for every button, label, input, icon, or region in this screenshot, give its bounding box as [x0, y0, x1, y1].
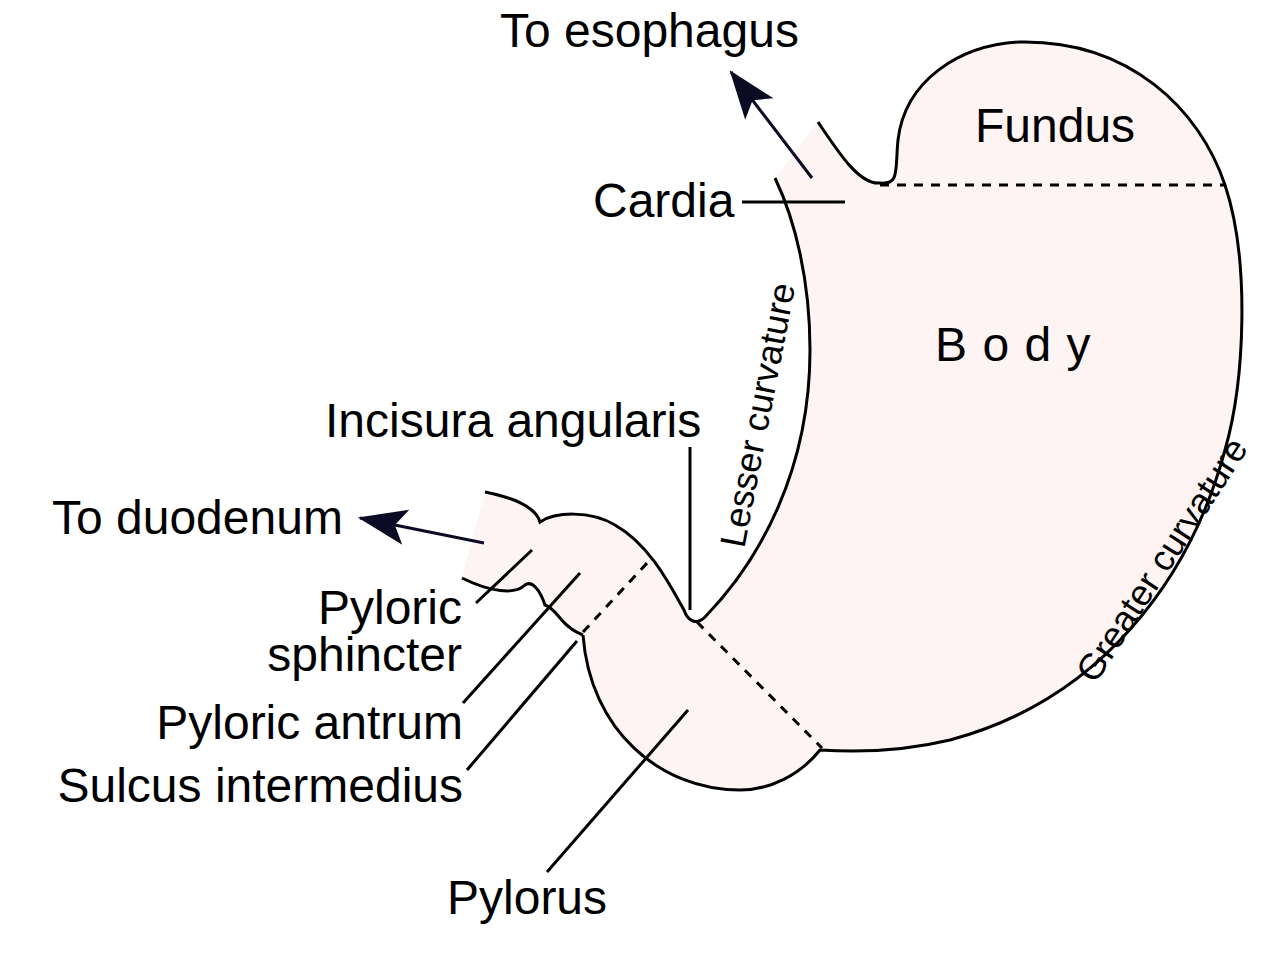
part-label: Body — [935, 321, 1106, 369]
cardia-leader — [742, 201, 845, 204]
body-divider — [697, 622, 822, 748]
part-label: Cardia — [593, 177, 734, 225]
part-label: Sulcus intermedius — [57, 762, 463, 810]
pylorus-leader — [547, 710, 688, 872]
sulcus-leader — [467, 641, 577, 770]
part-label: To esophagus — [500, 7, 799, 55]
incisura-leader — [689, 447, 692, 610]
part-label: Fundus — [975, 102, 1135, 150]
antrum-leader — [463, 573, 580, 703]
part-label: Lesser curvature — [715, 280, 801, 550]
fundus-divider — [880, 184, 1225, 187]
antrum-divider — [583, 562, 648, 632]
part-label: Greater curvature — [1070, 432, 1254, 688]
duodenum-arrow — [360, 518, 484, 543]
region-dividers — [583, 185, 1225, 748]
esophagus-arrow — [731, 72, 812, 178]
leader-lines — [463, 202, 845, 872]
part-label: Pylorus — [447, 874, 607, 922]
part-label: Pyloric sphincter — [232, 584, 462, 678]
pyloric-lower-outline — [462, 578, 583, 635]
part-label: Incisura angularis — [325, 397, 701, 445]
part-label: To duodenum — [52, 494, 343, 542]
sphincter-leader — [476, 550, 532, 603]
part-label: Pyloric antrum — [156, 699, 463, 747]
